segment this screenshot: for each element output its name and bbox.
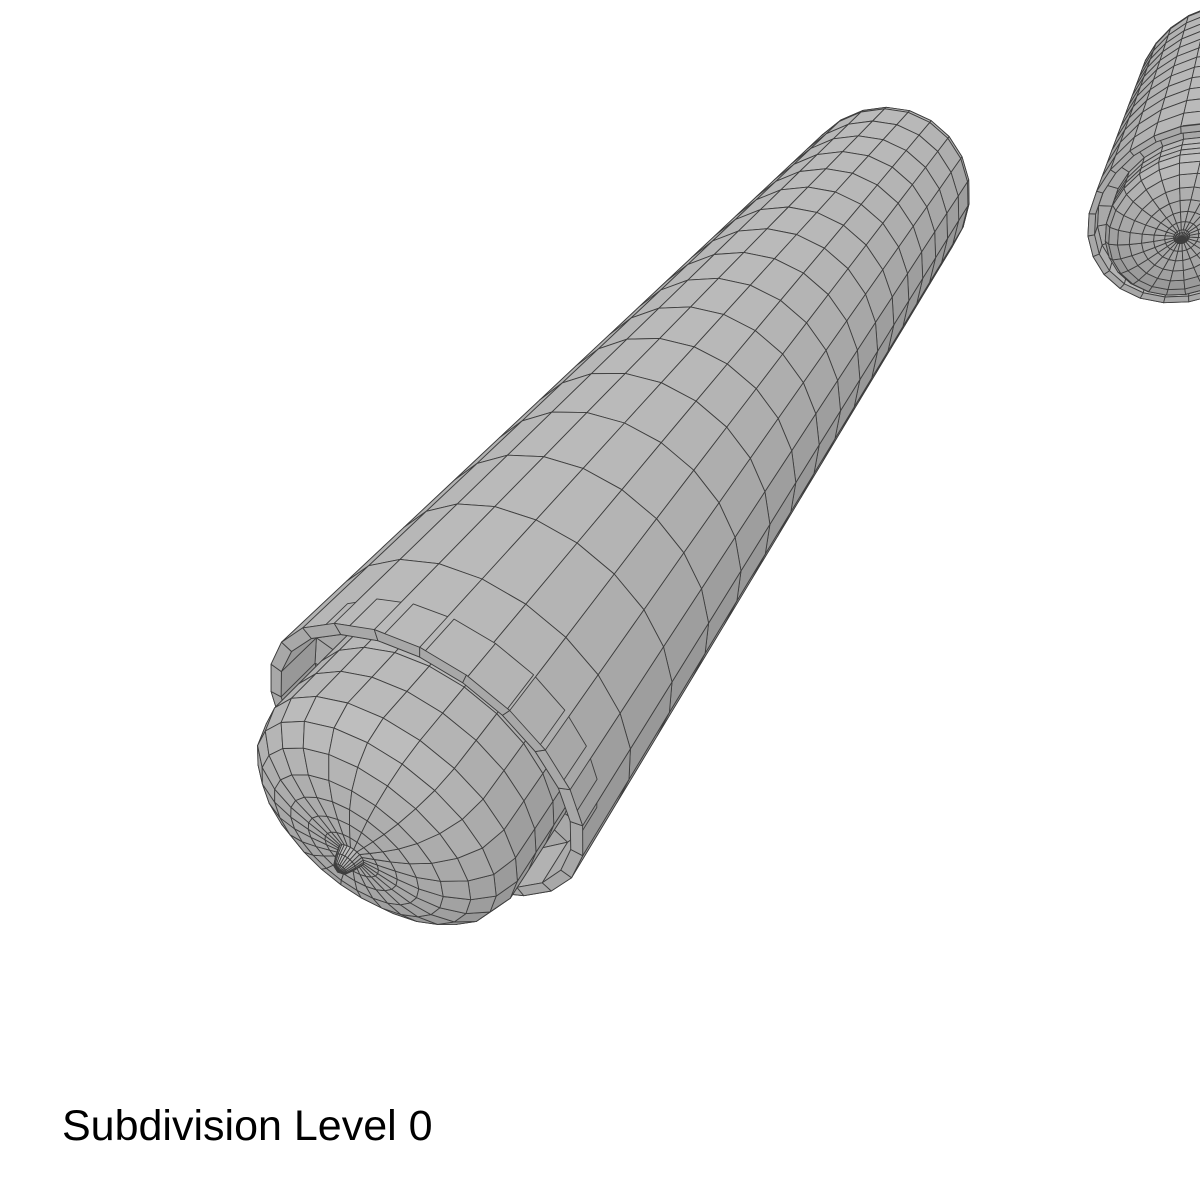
subdivision-caption: Subdivision Level 0 bbox=[62, 1102, 433, 1150]
